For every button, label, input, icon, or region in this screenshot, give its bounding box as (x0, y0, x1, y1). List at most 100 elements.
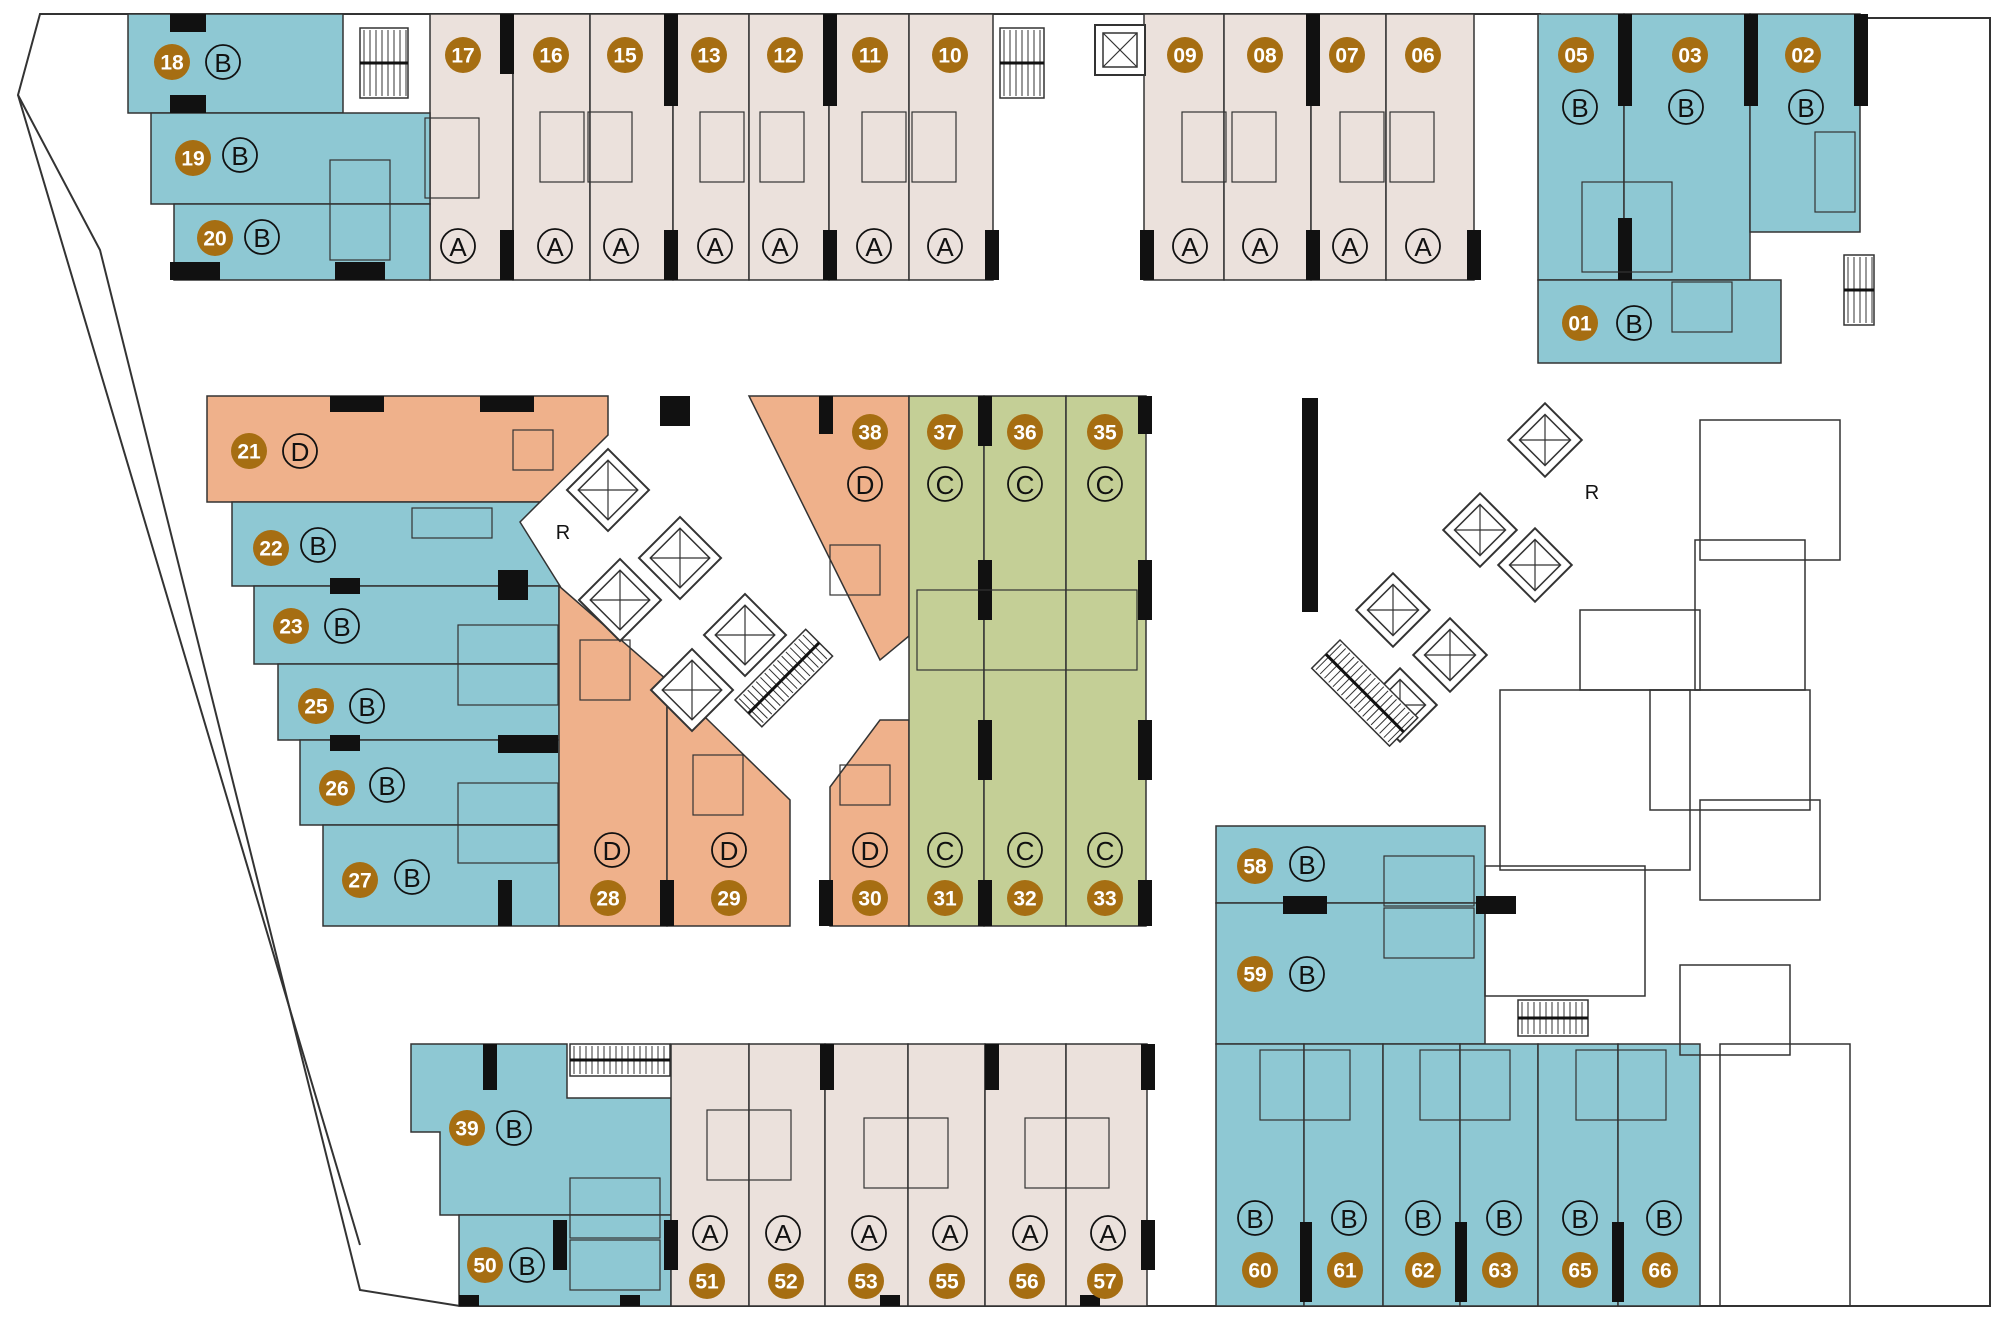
unit-37-label[interactable]: 37C (927, 414, 963, 502)
unit-17-label[interactable]: 17A (440, 37, 481, 264)
unit-35-label[interactable]: 35C (1087, 414, 1123, 502)
unit-31-label[interactable]: 31C (927, 832, 963, 916)
unit-type: A (771, 232, 789, 262)
unit-01-floor[interactable] (1537, 279, 1782, 364)
unit-62-label[interactable]: 62B (1405, 1200, 1441, 1288)
structural-column (1283, 896, 1327, 914)
unit-55-label[interactable]: 55A (929, 1215, 968, 1299)
unit-type: A (865, 232, 883, 262)
bathroom-fixture-icon (1259, 1049, 1351, 1121)
unit-38-label[interactable]: 38D (847, 414, 888, 502)
unit-30-label[interactable]: 30D (852, 832, 888, 916)
unit-type-badge (762, 228, 798, 264)
lift-shaft-center-2 (637, 515, 723, 601)
structural-column (1138, 396, 1152, 434)
structural-column (823, 14, 837, 106)
unit-20-floor[interactable] (173, 203, 431, 281)
unit-51-label[interactable]: 51A (689, 1215, 728, 1299)
unit-56-label[interactable]: 56A (1009, 1215, 1048, 1299)
unit-number-badge (852, 880, 888, 916)
bathroom-fixture-icon (863, 1117, 949, 1189)
unit-11-label[interactable]: 11A (852, 37, 892, 264)
unit-number: 50 (473, 1255, 496, 1278)
unit-32-label[interactable]: 32C (1007, 832, 1043, 916)
structural-column (483, 1044, 497, 1090)
stair-top-left (359, 27, 409, 99)
structural-column (664, 14, 678, 106)
unit-10-label[interactable]: 10A (927, 37, 968, 264)
structural-column (500, 230, 514, 280)
unit-28-floor[interactable] (558, 584, 668, 927)
unit-06-label[interactable]: 06A (1405, 37, 1441, 264)
unit-09-label[interactable]: 09A (1167, 37, 1208, 264)
unit-type: B (518, 1251, 535, 1281)
unit-60-label[interactable]: 60B (1237, 1200, 1278, 1288)
bathroom-fixture-icon (861, 111, 907, 183)
unit-02-floor[interactable] (1749, 13, 1861, 233)
unit-number-badge (929, 1263, 965, 1299)
unit-33-label[interactable]: 33C (1087, 832, 1123, 916)
unit-number: 58 (1243, 856, 1267, 879)
unit-number: 32 (1013, 888, 1036, 911)
unit-number: 55 (935, 1271, 959, 1294)
unit-08-label[interactable]: 08A (1242, 37, 1283, 264)
unit-05-label[interactable]: 05B (1558, 37, 1598, 125)
unit-number-badge (342, 862, 378, 898)
unit-29-label[interactable]: 29D (711, 832, 747, 916)
unit-66-floor[interactable] (1617, 1043, 1701, 1307)
unit-number-badge (689, 1263, 725, 1299)
unit-16-label[interactable]: 16A (533, 37, 573, 264)
unit-number-badge (1247, 37, 1283, 73)
unit-52-label[interactable]: 52A (765, 1215, 804, 1299)
unit-number-badge (590, 880, 626, 916)
unit-29-floor[interactable] (666, 678, 791, 927)
unit-61-label[interactable]: 61B (1327, 1200, 1367, 1288)
unit-22-floor[interactable] (231, 501, 562, 587)
unit-50-label[interactable]: 50 B (467, 1247, 545, 1283)
unit-number-badge (711, 880, 747, 916)
unit-number: 13 (697, 45, 720, 68)
unit-53-label[interactable]: 53A (848, 1215, 887, 1299)
unit-number-badge (927, 414, 963, 450)
unit-03-label[interactable]: 03B (1668, 37, 1708, 125)
unit-number: 17 (451, 45, 474, 68)
unit-02-label[interactable]: 02B (1785, 37, 1824, 125)
unit-number: 59 (1243, 964, 1266, 987)
unit-type: C (1016, 470, 1035, 500)
unit-type-badge (1242, 228, 1278, 264)
stair-right-diagonal (1310, 638, 1419, 748)
unit-15-label[interactable]: 15A (603, 37, 643, 264)
unit-type-badge (205, 44, 241, 80)
unit-number: 56 (1015, 1271, 1038, 1294)
structural-column (330, 735, 360, 751)
unit-28-label[interactable]: 28D (590, 832, 630, 916)
unit-63-label[interactable]: 63B (1482, 1200, 1522, 1288)
unit-12-label[interactable]: 12A (762, 37, 803, 264)
unit-type-badge (394, 859, 430, 895)
unit-57-floor[interactable] (1065, 1043, 1148, 1307)
unit-13-label[interactable]: 13A (691, 37, 733, 264)
unit-66-label[interactable]: 66B (1642, 1200, 1682, 1288)
unit-number-badge (767, 37, 803, 73)
structural-column (820, 1044, 834, 1090)
unit-21-floor[interactable] (206, 395, 609, 503)
stair-center-diagonal (733, 628, 834, 728)
unit-65-label[interactable]: 65B (1562, 1200, 1598, 1288)
unit-36-label[interactable]: 36C (1007, 414, 1043, 502)
unit-57-label[interactable]: 57A (1087, 1215, 1126, 1299)
unit-07-label[interactable]: 07A (1329, 37, 1368, 264)
unit-number-badge (175, 140, 211, 176)
